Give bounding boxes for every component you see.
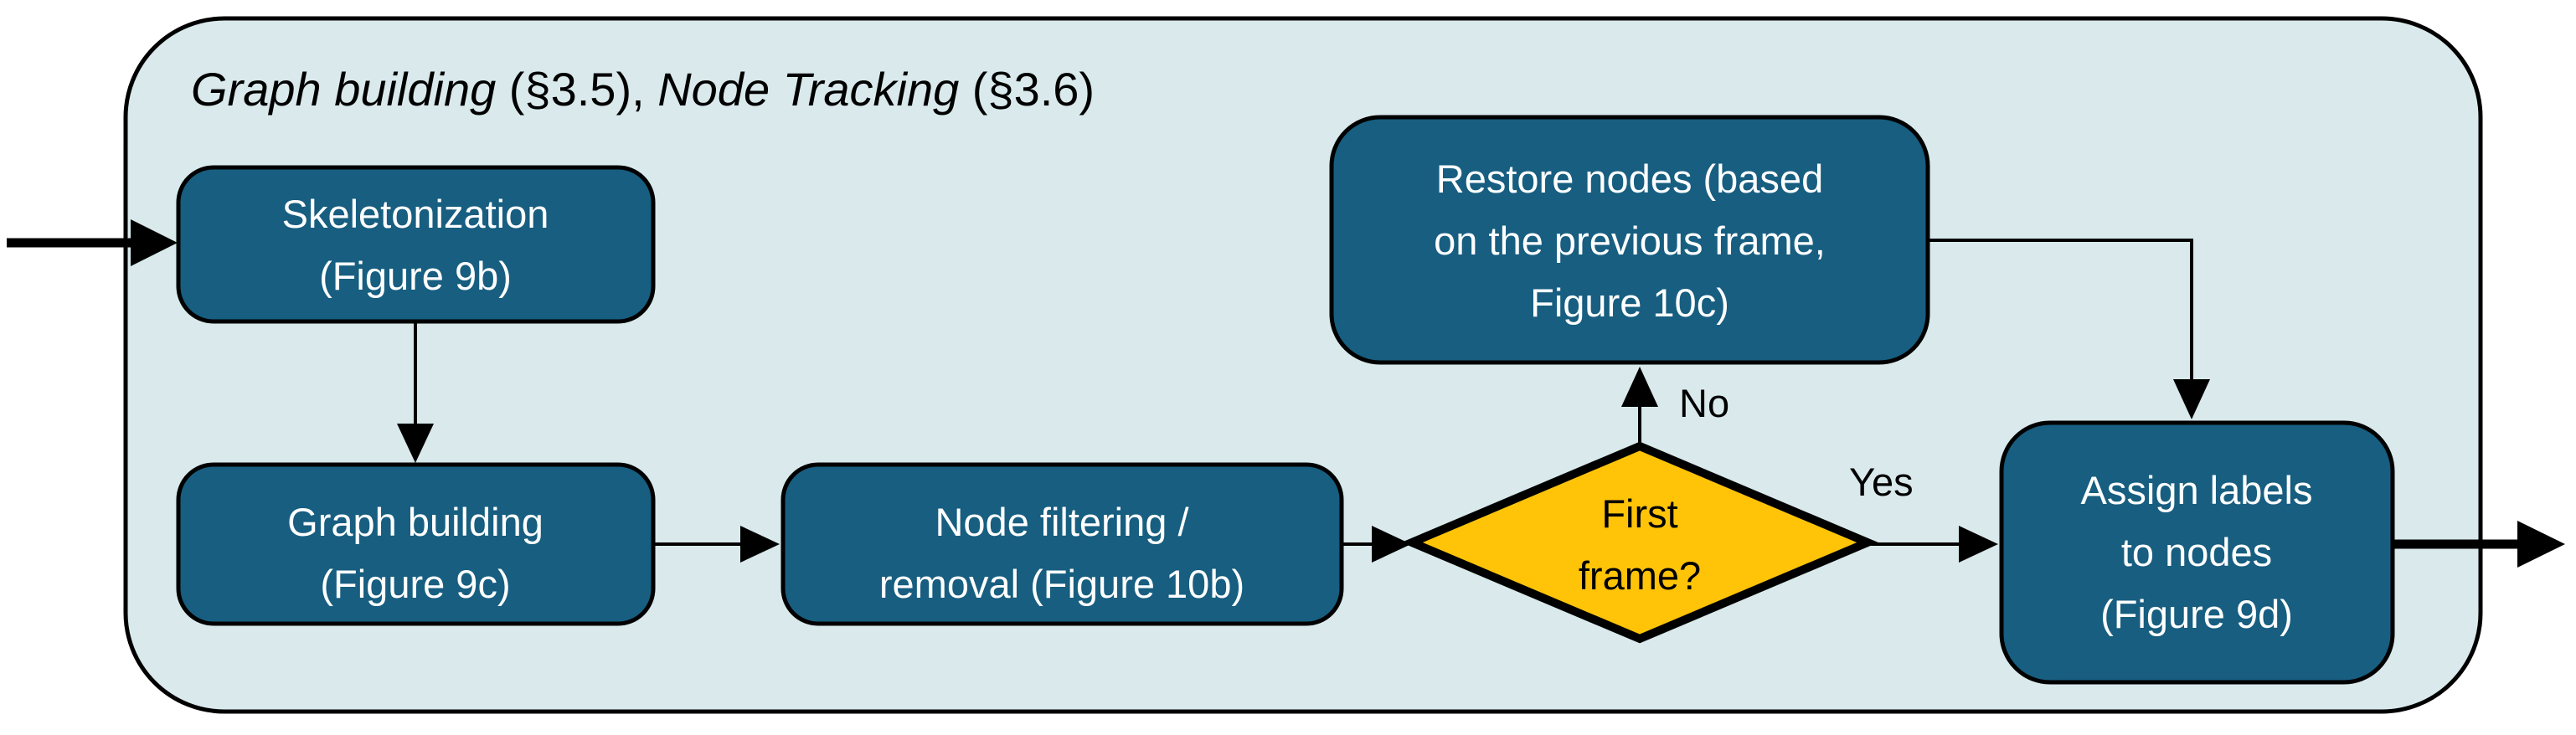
node-skeletonization-line-1: Skeletonization xyxy=(282,192,549,236)
entry-arrow-head xyxy=(131,219,178,266)
edge-graph-building-to-node-filtering xyxy=(654,526,780,563)
node-node-filtering: Node filtering / removal (Figure 10b) xyxy=(781,462,1344,626)
node-skeletonization: Skeletonization (Figure 9b) xyxy=(176,165,656,324)
decision-first-frame: First frame? xyxy=(1401,441,1878,644)
decision-first-frame-diamond xyxy=(1401,441,1878,644)
title-segment-section-3-5: (§3.5), xyxy=(496,63,657,116)
edge-restore-nodes-to-assign-labels xyxy=(1928,239,2210,419)
title-segment-node-tracking: Node Tracking xyxy=(657,63,959,116)
edge-input-to-skeletonization xyxy=(7,219,178,266)
edge-label-no: No xyxy=(1679,381,1729,425)
edge-skeletonization-to-graph-building xyxy=(397,321,434,463)
node-graph-building-box xyxy=(176,462,656,626)
decision-first-frame-line-1: First xyxy=(1601,491,1677,536)
edge-shaft xyxy=(1928,239,2193,383)
node-node-filtering-box xyxy=(781,462,1344,626)
node-graph-building-line-2: (Figure 9c) xyxy=(320,562,510,606)
edge-decision-no-to-restore-nodes: No xyxy=(1621,367,1729,446)
edge-label-yes: Yes xyxy=(1849,460,1914,504)
container-title: Graph building (§3.5), Node Tracking (§3… xyxy=(191,63,1095,116)
node-skeletonization-box xyxy=(176,165,656,324)
edge-node-filtering-to-decision xyxy=(1342,526,1411,563)
edge-assign-labels-to-output xyxy=(2393,521,2565,568)
edge-arrow-head xyxy=(1959,526,1998,563)
node-restore-nodes-line-2: on the previous frame, xyxy=(1434,218,1826,263)
node-node-filtering-line-2: removal (Figure 10b) xyxy=(879,562,1244,606)
node-assign-labels-line-3: (Figure 9d) xyxy=(2100,592,2293,636)
edge-arrow-head xyxy=(740,526,780,563)
node-assign-labels-box xyxy=(1999,420,2395,685)
node-restore-nodes: Restore nodes (based on the previous fra… xyxy=(1329,115,1930,365)
node-restore-nodes-box xyxy=(1329,115,1930,365)
edge-arrow-head xyxy=(1372,526,1411,563)
node-graph-building: Graph building (Figure 9c) xyxy=(176,462,656,626)
edge-arrow-head xyxy=(2173,379,2210,419)
node-assign-labels: Assign labels to nodes (Figure 9d) xyxy=(1999,420,2395,685)
node-restore-nodes-line-1: Restore nodes (based xyxy=(1436,157,1823,201)
node-assign-labels-line-2: to nodes xyxy=(2121,530,2272,574)
exit-arrow-head xyxy=(2517,521,2565,568)
title-segment-graph-building: Graph building xyxy=(191,63,496,116)
title-segment-section-3-6: (§3.6) xyxy=(959,63,1095,116)
edge-arrow-head xyxy=(1621,367,1658,407)
node-restore-nodes-line-3: Figure 10c) xyxy=(1530,280,1729,325)
node-assign-labels-line-1: Assign labels xyxy=(2081,468,2313,512)
node-graph-building-line-1: Graph building xyxy=(287,500,544,544)
node-node-filtering-line-1: Node filtering / xyxy=(935,500,1189,544)
edge-arrow-head xyxy=(397,424,434,463)
node-skeletonization-line-2: (Figure 9b) xyxy=(319,254,512,298)
edge-decision-yes-to-assign-labels: Yes xyxy=(1849,460,1998,563)
decision-first-frame-line-2: frame? xyxy=(1579,553,1701,598)
